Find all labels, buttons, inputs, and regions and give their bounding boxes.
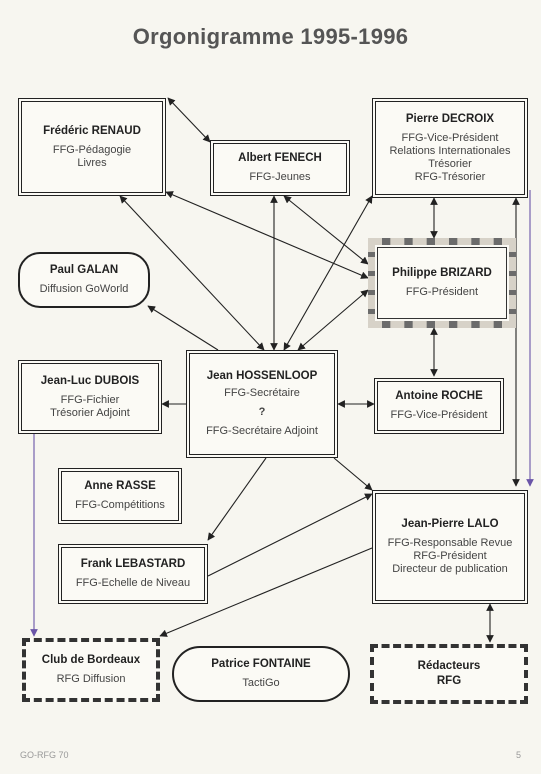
box-lalo: Jean-Pierre LALO FFG-Responsable Revue R… — [372, 490, 528, 604]
link-lalo-bordeaux — [159, 547, 373, 637]
box-decroix: Pierre DECROIX FFG-Vice-Président Relati… — [372, 98, 528, 198]
link-renaud-hossenloop — [119, 195, 265, 351]
box-fenech: Albert FENECH FFG-Jeunes — [210, 140, 350, 196]
role-decroix-4: RFG-Trésorier — [414, 170, 486, 183]
name-bordeaux: Club de Bordeaux — [41, 654, 141, 666]
greek-key-border — [368, 238, 516, 328]
box-brizard: Philippe BRIZARD FFG-Président — [368, 238, 516, 328]
box-roche: Antoine ROCHE FFG-Vice-Président — [374, 378, 504, 434]
role-lalo-1: FFG-Responsable Revue — [387, 537, 513, 549]
role-decroix-3: Trésorier — [428, 157, 472, 170]
role-fenech-1: FFG-Jeunes — [249, 171, 311, 183]
name-rasse: Anne RASSE — [84, 480, 156, 492]
name-brizard: Philippe BRIZARD — [392, 267, 492, 279]
role-redacteurs-1: RFG — [436, 675, 462, 687]
role-fontaine-1: TactiGo — [242, 677, 280, 689]
name-renaud: Frédéric RENAUD — [43, 124, 141, 137]
box-galan: Paul GALAN Diffusion GoWorld — [18, 252, 150, 308]
role-dubois-2: Trésorier Adjoint — [50, 406, 130, 419]
name-lalo: Jean-Pierre LALO — [401, 518, 499, 530]
box-dubois: Jean-Luc DUBOIS FFG-Fichier Trésorier Ad… — [18, 360, 162, 434]
link-hossenloop-galan — [147, 305, 219, 351]
role-decroix-2: Relations Internationales — [389, 144, 511, 157]
link-renaud-fenech — [167, 97, 211, 143]
role-lalo-3: Directeur de publication — [392, 563, 508, 575]
name-decroix: Pierre DECROIX — [405, 112, 495, 125]
name-fontaine: Patrice FONTAINE — [211, 658, 311, 670]
link-brizard-hossenloop — [297, 289, 369, 351]
role-hossenloop-5: FFG-Secrétaire Adjoint — [206, 425, 318, 437]
box-renaud: Frédéric RENAUD FFG-Pédagogie Livres — [18, 98, 166, 196]
name-lebastard: Frank LEBASTARD — [80, 558, 186, 570]
role-hossenloop-3: ? — [258, 406, 266, 418]
role-brizard-1: FFG-Président — [405, 286, 479, 298]
role-dubois-1: FFG-Fichier — [60, 393, 120, 406]
name-dubois: Jean-Luc DUBOIS — [40, 374, 140, 387]
box-redacteurs: Rédacteurs RFG — [370, 644, 528, 704]
link-hossenloop-lebastard — [207, 457, 267, 541]
footer-left: GO-RFG 70 — [20, 750, 69, 760]
name-redacteurs: Rédacteurs — [417, 660, 481, 672]
link-lebastard-lalo — [207, 493, 373, 577]
link-hossenloop-lalo — [333, 457, 373, 491]
role-rasse-1: FFG-Compétitions — [75, 499, 165, 511]
role-renaud-2: Livres — [77, 156, 107, 169]
role-lebastard-1: FFG-Echelle de Niveau — [75, 577, 191, 589]
box-hossenloop: Jean HOSSENLOOP FFG-Secrétaire ? FFG-Sec… — [186, 350, 338, 458]
role-renaud-1: FFG-Pédagogie — [52, 143, 132, 156]
chart-title: Orgonigramme 1995-1996 — [132, 24, 409, 49]
page-number: 5 — [515, 750, 521, 760]
box-fontaine: Patrice FONTAINE TactiGo — [172, 646, 350, 702]
role-lalo-2: RFG-Président — [413, 550, 487, 562]
role-roche-1: FFG-Vice-Président — [390, 409, 488, 421]
name-hossenloop: Jean HOSSENLOOP — [206, 370, 318, 382]
link-fenech-brizard — [283, 195, 369, 265]
role-galan-1: Diffusion GoWorld — [39, 283, 129, 295]
box-lebastard: Frank LEBASTARD FFG-Echelle de Niveau — [58, 544, 208, 604]
role-bordeaux-1: RFG Diffusion — [56, 673, 126, 685]
name-roche: Antoine ROCHE — [395, 390, 483, 402]
name-fenech: Albert FENECH — [238, 152, 322, 164]
role-decroix-1: FFG-Vice-Président — [401, 131, 499, 144]
name-galan: Paul GALAN — [49, 264, 119, 276]
link-renaud-brizard — [165, 191, 369, 279]
box-rasse: Anne RASSE FFG-Compétitions — [58, 468, 182, 524]
box-bordeaux: Club de Bordeaux RFG Diffusion — [22, 638, 160, 702]
link-decroix-hossenloop — [283, 195, 373, 351]
role-hossenloop-1: FFG-Secrétaire — [224, 387, 300, 399]
